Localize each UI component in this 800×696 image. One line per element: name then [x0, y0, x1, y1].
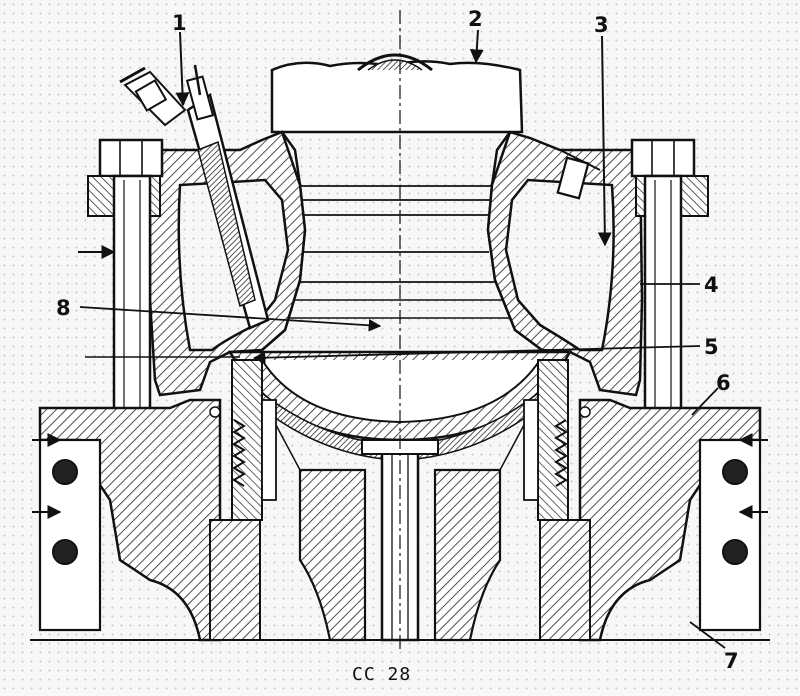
- leader-lines: [79, 29, 726, 649]
- label-7: 7: [724, 649, 739, 673]
- label-4: 4: [704, 273, 719, 297]
- label-1: 1: [172, 11, 187, 35]
- engine-frame: [30, 245, 770, 642]
- label-2: 2: [468, 7, 483, 31]
- label-8: 8: [56, 296, 71, 320]
- piston: [270, 53, 524, 134]
- cylinder-head-right: [486, 130, 644, 397]
- valve-fitting-right: [556, 149, 601, 200]
- label-3: 3: [594, 13, 609, 37]
- label-6: 6: [716, 371, 731, 395]
- label-5: 5: [704, 335, 719, 359]
- fuel-injector: [119, 64, 270, 330]
- figure-caption: CC 28: [352, 664, 411, 685]
